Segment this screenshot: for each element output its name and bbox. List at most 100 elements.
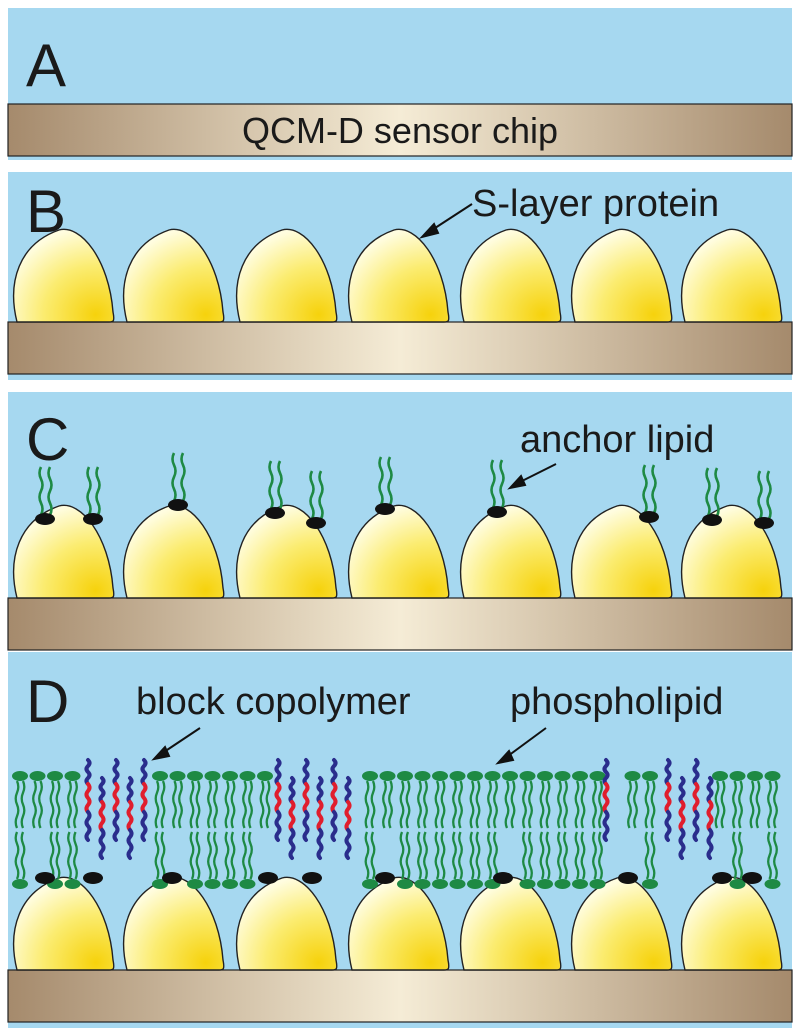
- phospholipid: [187, 831, 203, 889]
- anchor-lipid-icon: [168, 452, 188, 511]
- phospholipid: [642, 771, 658, 829]
- anchor-lipid-icon: [712, 872, 732, 884]
- phospholipid: [572, 771, 588, 829]
- sensor-chip-label: QCM-D sensor chip: [242, 110, 558, 151]
- phospholipid: [379, 771, 396, 829]
- phospholipid: [47, 771, 63, 829]
- protein-icon: [681, 876, 783, 971]
- anchor-lipid-icon: [639, 464, 659, 523]
- phospholipid: [729, 771, 746, 829]
- phospholipid: [204, 771, 221, 829]
- protein-icon: [236, 228, 338, 323]
- phospholipid: [712, 771, 728, 829]
- phospholipid: [537, 831, 553, 889]
- phospholipid: [152, 771, 168, 829]
- phospholipid-label: phospholipid: [510, 681, 723, 723]
- anchor-lipid-icon: [35, 466, 55, 525]
- phospholipid-arrow: [495, 727, 547, 765]
- sensor-chip-b: [7, 321, 793, 375]
- protein-icon: [681, 228, 783, 323]
- anchor-lipid-icon: [83, 466, 103, 525]
- phospholipid: [12, 831, 28, 889]
- phospholipid: [484, 771, 501, 829]
- phospholipid: [257, 771, 273, 829]
- phospholipid: [397, 831, 413, 889]
- block-copolymer: [344, 776, 352, 860]
- panel-letter-d: D: [26, 668, 69, 735]
- hybrid-bilayer: [12, 758, 781, 889]
- protein-icon: [460, 504, 562, 599]
- block-copolymer: [330, 758, 338, 842]
- block-copolymer: [664, 758, 672, 842]
- anchor-lipid-icon: [83, 872, 103, 884]
- phospholipid: [362, 771, 378, 829]
- phospholipid: [642, 831, 658, 889]
- phospholipid: [64, 831, 81, 889]
- phospholipid: [467, 771, 483, 829]
- protein-icon: [123, 228, 225, 323]
- protein-icon: [348, 228, 450, 323]
- phospholipid: [64, 771, 81, 829]
- phospholipid: [589, 771, 606, 829]
- anchor-lipid-layer: [35, 452, 774, 529]
- block-copolymer: [274, 758, 282, 842]
- anchor-lipid-icon: [618, 872, 638, 884]
- phospholipid: [764, 831, 781, 889]
- sensor-chip-c: [7, 597, 793, 651]
- s-layer-protein-label: S-layer protein: [472, 183, 719, 225]
- phospholipid: [29, 771, 46, 829]
- phospholipid: [589, 831, 606, 889]
- anchor-lipid-icon: [742, 872, 762, 884]
- block-copolymer: [126, 776, 134, 860]
- block-copolymer: [602, 758, 610, 842]
- protein-icon: [571, 876, 673, 971]
- anchor-lipid-icon: [493, 872, 513, 884]
- phospholipid: [624, 771, 641, 829]
- phospholipid: [554, 771, 571, 829]
- block-copolymer: [140, 758, 148, 842]
- protein-icon: [13, 504, 115, 599]
- phospholipid: [397, 771, 413, 829]
- protein-icon: [13, 228, 115, 323]
- phospholipid: [222, 771, 238, 829]
- protein-layer: [13, 228, 783, 971]
- phospholipid: [729, 831, 746, 889]
- phospholipid: [414, 831, 431, 889]
- anchor-lipid-icon: [375, 456, 395, 515]
- phospholipid: [169, 771, 186, 829]
- block-copolymer: [112, 758, 120, 842]
- protein-icon: [236, 876, 338, 971]
- phospholipid: [554, 831, 571, 889]
- block-copolymer: [316, 776, 324, 860]
- block-copolymer: [678, 776, 686, 860]
- phospholipid: [449, 771, 466, 829]
- sensor-chip-d: [7, 969, 793, 1023]
- phospholipid: [432, 831, 448, 889]
- phospholipid: [537, 771, 553, 829]
- block-copolymer: [692, 758, 700, 842]
- anchor-lipid-icon: [35, 872, 55, 884]
- phospholipid: [239, 831, 256, 889]
- phospholipid: [432, 771, 448, 829]
- protein-icon: [681, 504, 783, 599]
- anchor-lipid-icon: [302, 872, 322, 884]
- phospholipid: [12, 771, 28, 829]
- phospholipid: [467, 831, 483, 889]
- phospholipid: [239, 771, 256, 829]
- block-copolymer: [84, 758, 92, 842]
- phospholipid: [449, 831, 466, 889]
- anchor-lipid-icon: [487, 459, 507, 518]
- block-copolymer: [288, 776, 296, 860]
- block-copolymer: [302, 758, 310, 842]
- panel-letter-c: C: [26, 406, 69, 473]
- protein-icon: [571, 228, 673, 323]
- phospholipid: [204, 831, 221, 889]
- anchor-lipid-icon: [162, 872, 182, 884]
- phospholipid: [764, 771, 781, 829]
- anchor-lipid-icon: [265, 460, 285, 519]
- protein-icon: [348, 504, 450, 599]
- block-copolymer: [98, 776, 106, 860]
- anchor-lipid-icon: [702, 467, 722, 526]
- anchor-lipid-icon: [258, 872, 278, 884]
- phospholipid: [502, 771, 518, 829]
